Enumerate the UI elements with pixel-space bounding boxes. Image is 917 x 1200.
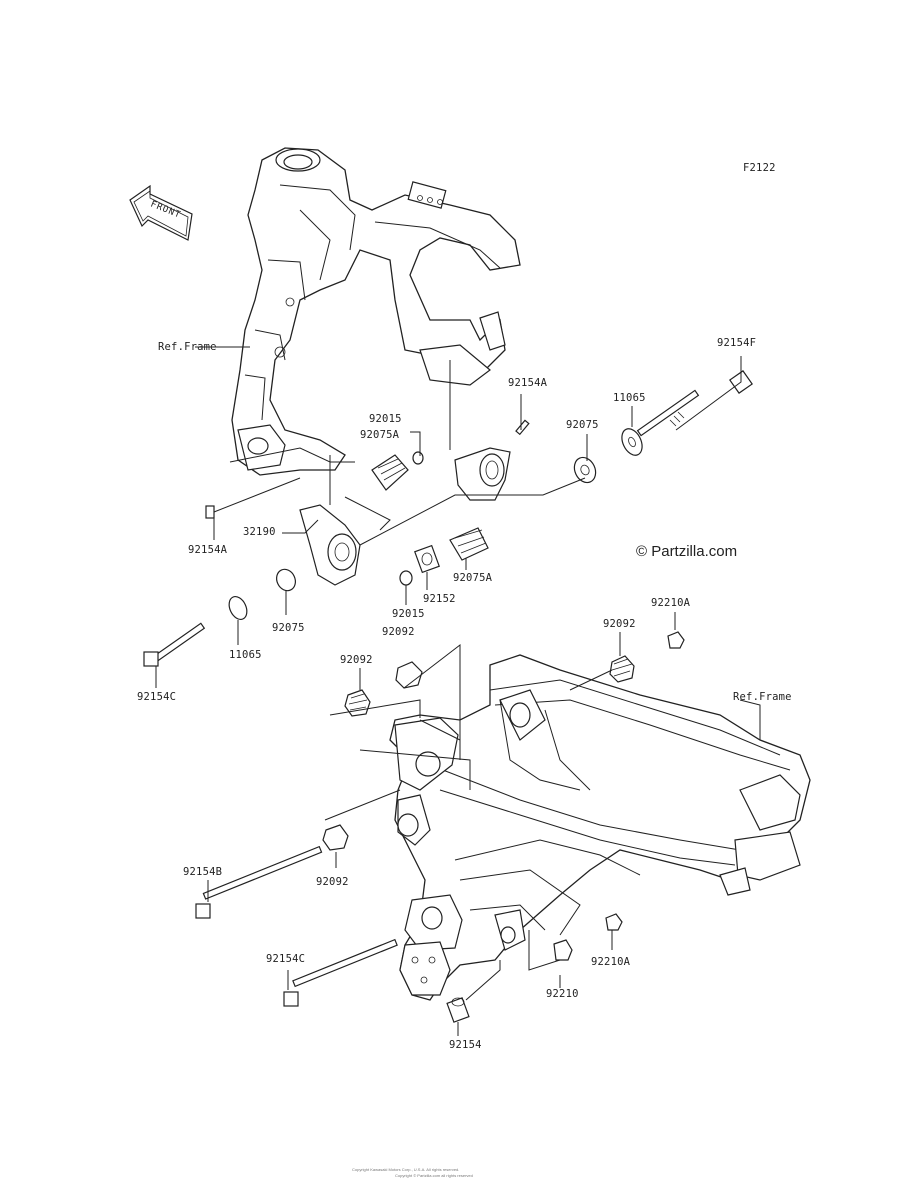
diagram-code: F2122 [743,162,776,174]
label-92015-mid: 92015 [392,608,425,620]
bolt-92154B [195,845,323,919]
label-92210A-top: 92210A [651,597,691,609]
footer-copyright-1: Copyright Kawasaki Motors Corp., U.S.A. … [352,1167,460,1172]
label-92075A-mid: 92075A [453,572,493,584]
nut-92210A-top [667,631,685,649]
spacer-92075-mid [276,568,296,592]
ref-frame-label-right: Ref.Frame [733,691,792,703]
bolt-92154F [636,370,753,437]
label-92154A-top: 92154A [508,377,548,389]
label-92075-mid: 92075 [272,622,305,634]
bolt-92154C-top [143,622,206,667]
footer-copyright-2: Copyright © Partzilla.com all rights res… [395,1173,473,1178]
label-92154C-top: 92154C [137,691,177,703]
label-11065-mid: 11065 [229,649,262,661]
label-92092-right: 92092 [603,618,636,630]
bolt-92154A-left [205,505,215,519]
lower-frame-drawing [389,654,811,1001]
label-92015-top: 92015 [369,413,402,425]
collar-92154 [446,997,470,1023]
washer-11065-top [621,428,643,456]
bushing-92075A-top [371,454,409,491]
washer-11065-mid [228,596,248,620]
nut-92210A-low [605,913,623,931]
upper-mount-bracket-right [454,447,511,501]
label-92154B: 92154B [183,866,223,878]
label-92092-mid: 92092 [382,626,415,638]
label-92154: 92154 [449,1039,482,1051]
label-92075-top: 92075 [566,419,599,431]
nut-92015-top [412,451,424,465]
nut-92210 [553,939,573,961]
label-92075A-top: 92075A [360,429,400,441]
nut-92092-right [609,655,635,683]
bolt-92154A-top [515,419,530,436]
label-11065-top: 11065 [613,392,646,404]
label-92154C-low: 92154C [266,953,306,965]
upper-frame-drawing [231,147,521,476]
label-92092-left: 92092 [340,654,373,666]
label-92152: 92152 [423,593,456,605]
ref-frame-label-top: Ref.Frame [158,341,217,353]
label-92210A-low: 92210A [591,956,631,968]
upper-mount-bracket-left [299,504,361,586]
spacer-92075-top [573,456,597,484]
collar-92152 [414,544,440,574]
front-arrow-icon: FRONT [129,184,193,241]
label-92154A-left: 92154A [188,544,228,556]
label-32190: 32190 [243,526,276,538]
label-92210: 92210 [546,988,579,1000]
nut-92015-mid [399,570,413,586]
label-92154F: 92154F [717,337,757,349]
partzilla-watermark: © Partzilla.com [636,543,738,560]
bolt-92154C-low [283,938,398,1007]
bushing-92075A-mid [449,527,489,561]
nut-92092-lower [322,824,349,851]
label-92092-lower: 92092 [316,876,349,888]
nut-92092-mid [395,661,423,689]
leader-lines [155,346,761,1036]
